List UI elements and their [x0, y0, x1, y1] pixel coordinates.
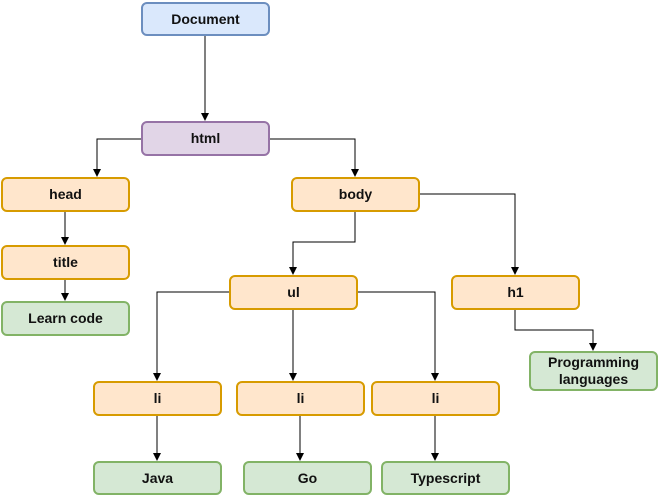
- edge-body-ul: [289, 211, 356, 275]
- node-html: html: [141, 121, 270, 156]
- node-learn-code: Learn code: [1, 301, 130, 336]
- node-typescript: Typescript: [381, 461, 510, 495]
- node-li-2: li: [236, 381, 365, 416]
- node-head: head: [1, 177, 130, 212]
- node-java: Java: [93, 461, 222, 495]
- node-go: Go: [243, 461, 372, 495]
- edge-html-head: [93, 138, 141, 177]
- edge-ul-li-1: [153, 291, 230, 381]
- node-programming-languages: Programming languages: [529, 351, 658, 391]
- node-li-3: li: [371, 381, 500, 416]
- edge-ul-li-3: [357, 291, 439, 381]
- node-body: body: [291, 177, 420, 212]
- edge-html-body: [269, 138, 359, 177]
- edge-h1-programming-languages: [514, 309, 597, 351]
- edge-body-h1: [419, 193, 519, 275]
- node-title: title: [1, 245, 130, 280]
- node-li-1: li: [93, 381, 222, 416]
- node-document: Document: [141, 2, 270, 36]
- node-ul: ul: [229, 275, 358, 310]
- node-h1: h1: [451, 275, 580, 310]
